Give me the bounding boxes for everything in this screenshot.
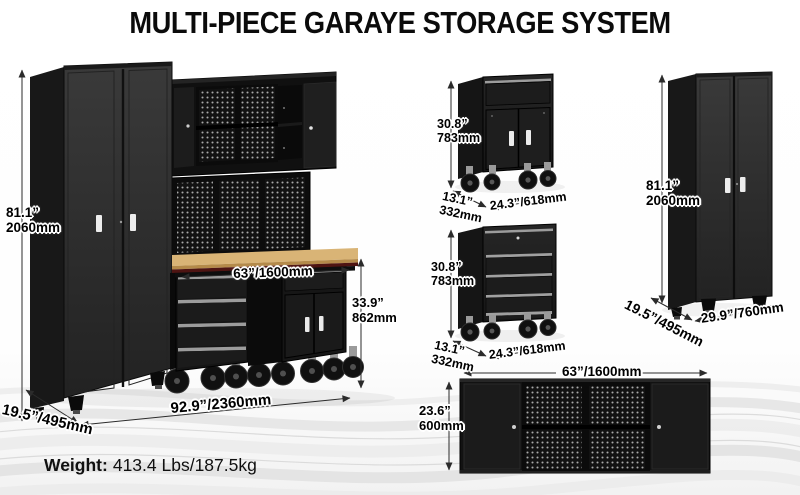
wall-cabinet-illustration: [459, 378, 711, 474]
main-tall-locker: [30, 61, 173, 421]
wall-cabinet-width-label: 63”/1600mm: [562, 364, 642, 379]
bench-height-in: 33.9”: [352, 295, 384, 310]
tall-cabinet-height-in: 81.1”: [646, 178, 680, 193]
weight-text: Weight:413.4 Lbs/187.5kg: [44, 455, 257, 476]
cart-height-in: 30.8”: [437, 117, 468, 131]
rolling-cart-illustration: [458, 73, 557, 193]
bench-height-mm: 862mm: [352, 309, 397, 325]
drawer-cart-height-label: 30.8” 783mm: [431, 260, 474, 288]
workbench-door-cabinet: [281, 264, 347, 363]
main-assembly-illustration: [30, 61, 364, 421]
bench-height-label: 33.9” 862mm: [352, 295, 397, 325]
workbench-drawer-unit: [170, 268, 249, 372]
page-title: MULTI-PIECE GARAYE STORAGE SYSTEM: [129, 5, 671, 40]
weight-value: 413.4 Lbs/187.5kg: [112, 455, 257, 475]
weight-label: Weight:: [44, 455, 108, 475]
bench-width-label: 63”/1600mm: [233, 263, 314, 281]
cart-height-label: 30.8” 783mm: [437, 117, 480, 145]
drawer-cart-illustration: [458, 223, 557, 342]
wall-cabinet-height-mm: 600mm: [419, 417, 464, 433]
main-upper-wall-cabinet: [171, 71, 337, 177]
main-height-mm: 2060mm: [6, 220, 61, 236]
main-height-label: 81.1” 2060mm: [6, 205, 60, 235]
drawer-cart-height-mm: 783mm: [431, 274, 475, 288]
drawer-cart-height-in: 30.8”: [431, 260, 462, 274]
main-lower-pegboard: [171, 171, 311, 263]
wall-cabinet-height-label: 23.6” 600mm: [419, 403, 464, 433]
dimension-lines: [18, 69, 778, 471]
main-height-in: 81.1”: [6, 205, 40, 220]
tall-cabinet-height-mm: 2060mm: [646, 193, 701, 209]
workbench-open-bay: [248, 268, 282, 366]
wall-cabinet-height-in: 23.6”: [419, 403, 451, 418]
cart-height-mm: 783mm: [437, 131, 481, 145]
tall-cabinet-height-label: 81.1” 2060mm: [646, 178, 700, 208]
